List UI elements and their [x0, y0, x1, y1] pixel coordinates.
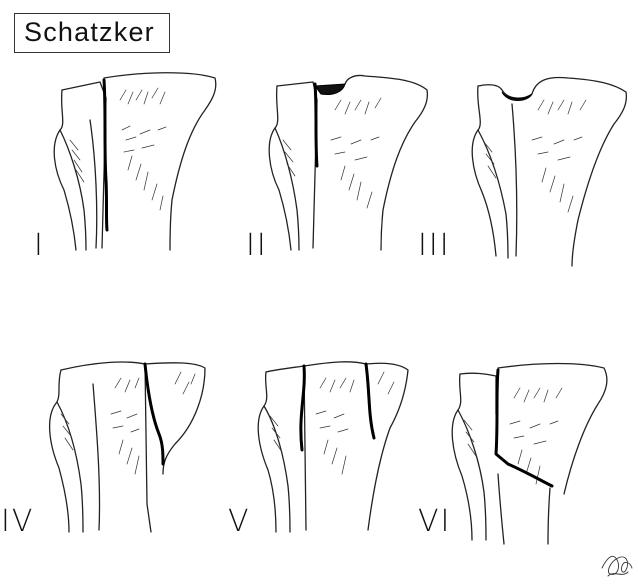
tibia-drawing-type-6 [440, 354, 630, 554]
tibia-drawing-type-4 [35, 354, 225, 544]
tibia-drawing-type-1 [40, 70, 230, 260]
tibia-drawing-type-5 [250, 354, 440, 544]
type-label-1: I [34, 228, 45, 263]
type-label-3: III [418, 228, 451, 263]
tibia-drawing-type-2 [255, 70, 445, 260]
type-label-6: VI [418, 504, 451, 539]
panel-type-3: III [458, 70, 638, 275]
panel-type-4: IV [35, 354, 225, 549]
diagram-title: Schatzker [24, 17, 155, 48]
type-label-5: V [228, 504, 251, 539]
panel-type-6: VI [440, 354, 630, 559]
panel-type-2: II [255, 70, 445, 265]
artist-signature [598, 548, 636, 585]
type-label-2: II [246, 228, 268, 263]
panel-type-5: V [250, 354, 440, 549]
type-label-4: IV [1, 504, 34, 539]
title-box: Schatzker [14, 13, 170, 53]
tibia-drawing-type-3 [458, 70, 638, 270]
panel-type-1: I [40, 70, 230, 265]
